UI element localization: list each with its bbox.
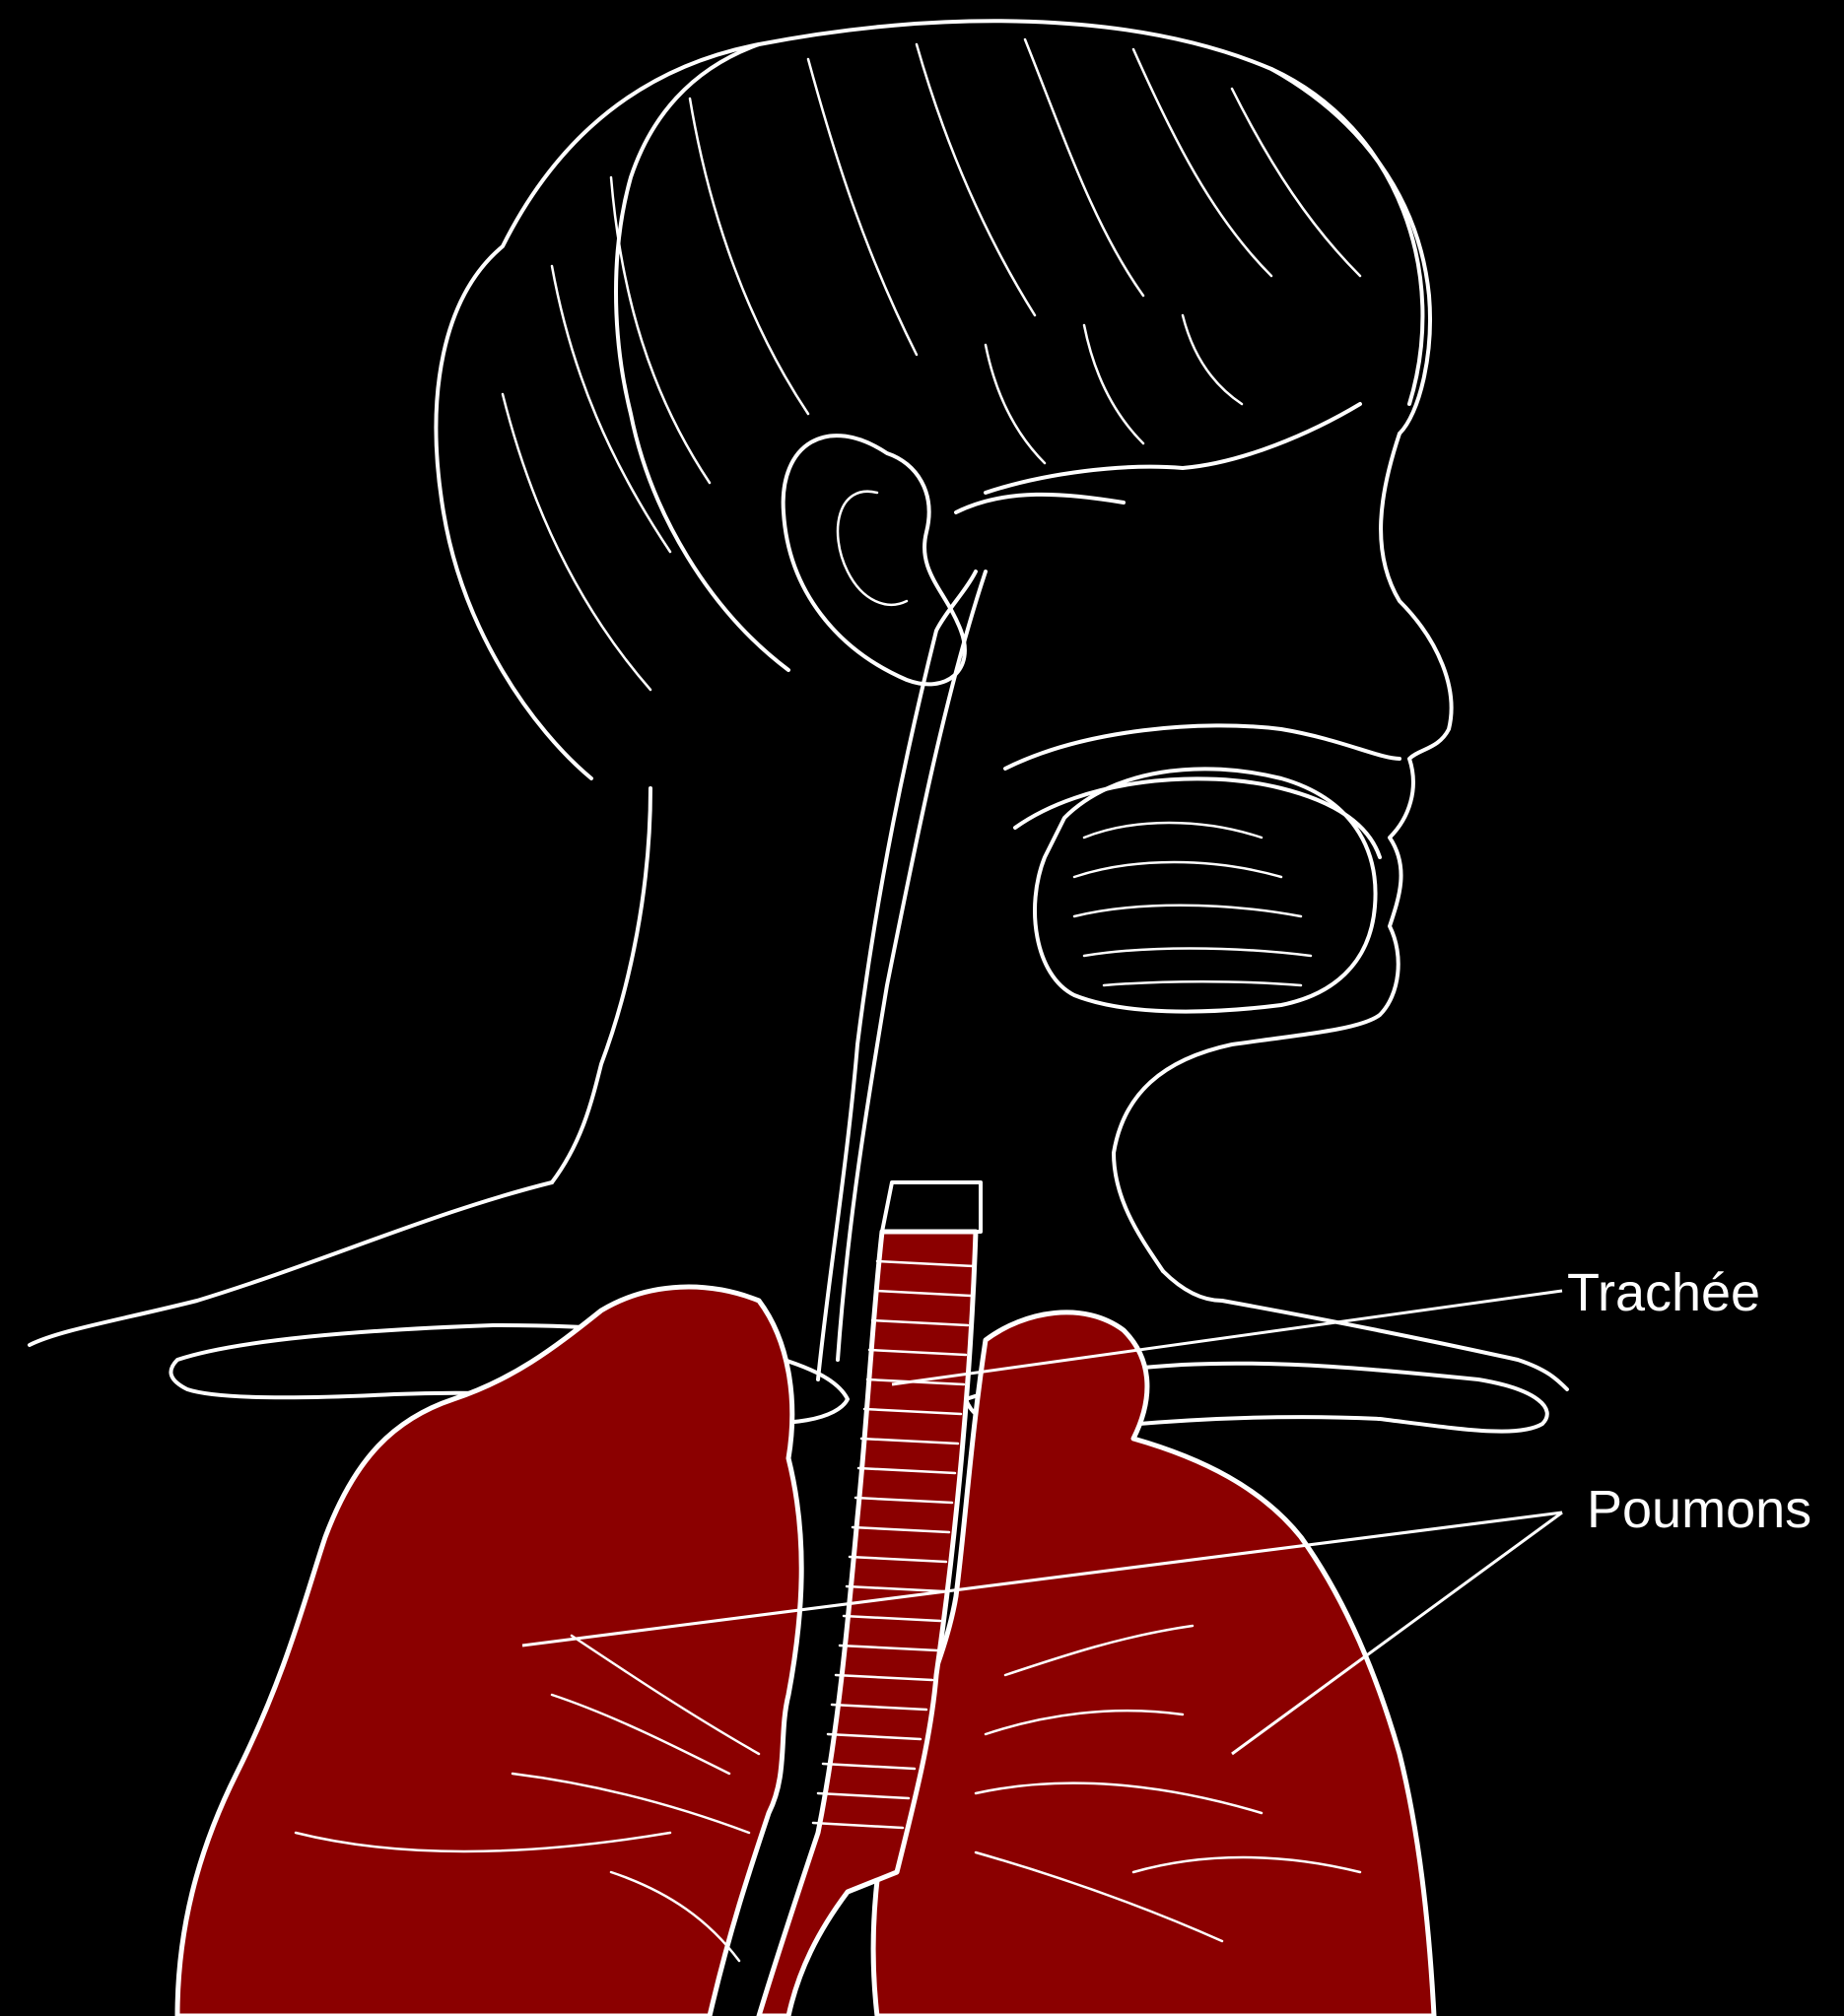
head-hair-icon [437,21,1430,778]
clavicle-icon [171,1325,1546,1433]
ear-icon [784,436,965,684]
trachea-label: Trachée [1567,1263,1760,1322]
tongue-icon [1035,769,1376,1011]
lungs-label: Poumons [1587,1480,1811,1539]
face-profile-icon [956,404,1452,1271]
